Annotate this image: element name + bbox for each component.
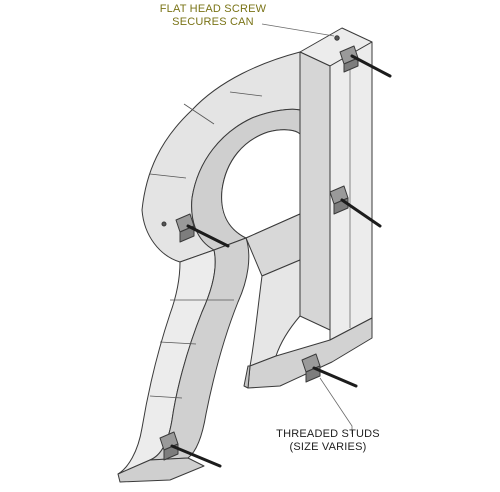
screw-hole-icon [161, 221, 167, 227]
stud-top [350, 54, 392, 78]
studs-callout-line2: (SIZE VARIES) [289, 441, 367, 453]
letter-leg [117, 237, 250, 483]
letter-arm [243, 259, 373, 389]
studs-callout-line1: THREADED STUDS [276, 428, 380, 440]
threaded-studs [170, 54, 392, 468]
screw-callout-line1: FLAT HEAD SCREW [159, 3, 267, 15]
letter-bowl [141, 51, 301, 277]
studs-callout: THREADED STUDS (SIZE VARIES) [268, 428, 388, 454]
letter-stem [299, 27, 373, 341]
stud-bottom-right [312, 366, 358, 388]
leader-screw [261, 23, 335, 37]
leader-lines [261, 23, 353, 434]
mounting-clip-top [339, 45, 359, 73]
stud-left [186, 224, 230, 248]
stud-middle [340, 198, 382, 228]
stud-bottom-left [170, 444, 222, 468]
leader-studs [319, 377, 353, 434]
flat-head-screw-icon [334, 35, 340, 41]
screw-callout-line2: SECURES CAN [172, 16, 254, 28]
screw-callout: FLAT HEAD SCREW SECURES CAN [138, 3, 288, 29]
